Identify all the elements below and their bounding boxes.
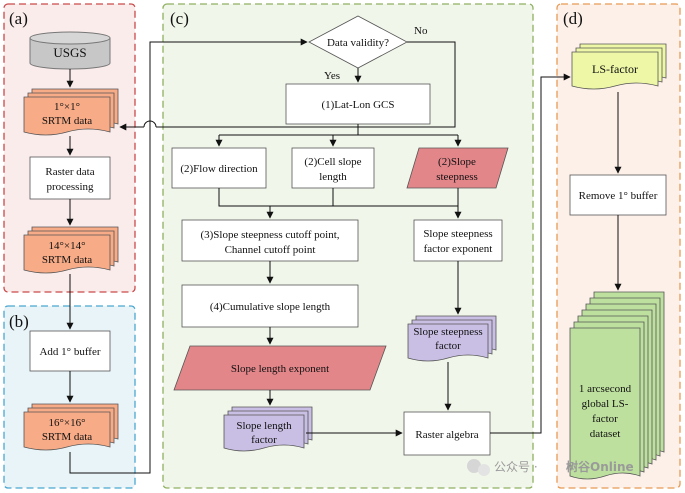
svg-text:树谷Online: 树谷Online (566, 459, 634, 474)
svg-text:global LS-: global LS- (582, 398, 629, 410)
svg-text:1°×1°: 1°×1° (54, 101, 80, 113)
srtm-1x1-node: 1°×1° SRTM data (23, 88, 119, 136)
panel-a-label: (a) (9, 9, 28, 28)
svg-text:14°×14°: 14°×14° (48, 240, 85, 252)
svg-text:(3)Slope steepness cutoff poin: (3)Slope steepness cutoff point, (200, 229, 339, 241)
srtm-16x16-node: 16°×16° SRTM data (23, 403, 119, 451)
cell-slope-length-node: (2)Cell slope length (291, 147, 375, 189)
ss-factor-exponent-node: Slope steepness factor exponent (413, 219, 503, 262)
usgs-node: USGS (29, 31, 111, 70)
flow-direction-node: (2)Flow direction (171, 147, 267, 189)
svg-text:(2)Slope: (2)Slope (438, 156, 476, 168)
srtm-14x14-node: 14°×14° SRTM data (23, 226, 119, 274)
no-label: No (414, 25, 428, 37)
svg-text:factor: factor (592, 413, 618, 425)
svg-text:length: length (319, 171, 347, 183)
svg-text:steepness: steepness (436, 171, 478, 183)
yes-label: Yes (324, 70, 340, 82)
cutoff-point-node: (3)Slope steepness cutoff point, Channel… (181, 219, 359, 262)
ss-factor-node: Slope steepness factor (407, 315, 497, 362)
ls-factor-node: LS-factor (571, 43, 667, 90)
svg-text:1 arcsecond: 1 arcsecond (579, 383, 632, 395)
svg-text:dataset: dataset (590, 428, 621, 440)
svg-text:Channel cutoff point: Channel cutoff point (225, 244, 316, 256)
svg-text:factor: factor (435, 340, 461, 352)
svg-text:Slope steepness: Slope steepness (413, 326, 482, 338)
svg-text:Add 1° buffer: Add 1° buffer (39, 346, 100, 358)
svg-text:(2)Cell slope: (2)Cell slope (304, 156, 361, 168)
svg-text:factor exponent: factor exponent (424, 243, 493, 255)
svg-text:SRTM data: SRTM data (42, 431, 92, 443)
svg-text:SRTM data: SRTM data (42, 115, 92, 127)
svg-text:factor: factor (251, 434, 277, 446)
cumulative-slope-length-node: (4)Cumulative slope length (181, 284, 359, 328)
svg-text:Slope steepness: Slope steepness (423, 228, 492, 240)
latlon-gcs-node: (1)Lat-Lon GCS (285, 83, 431, 125)
add-buffer-node: Add 1° buffer (29, 330, 111, 372)
slope-steepness-node: (2)Slope steepness (406, 147, 509, 189)
svg-text:Remove 1° buffer: Remove 1° buffer (579, 190, 658, 202)
svg-text:Raster data: Raster data (45, 166, 94, 178)
remove-buffer-node: Remove 1° buffer (569, 174, 667, 216)
svg-text:Slope length: Slope length (236, 420, 292, 432)
slope-length-factor-node: Slope length factor (223, 406, 313, 452)
svg-text:Slope length exponent: Slope length exponent (231, 363, 329, 375)
svg-text:USGS: USGS (53, 45, 86, 60)
watermark: 公众号 · 树谷Online (467, 459, 634, 476)
data-validity-decision: Data validity? (308, 15, 408, 69)
panel-d-label: (d) (563, 9, 583, 28)
svg-text:SRTM data: SRTM data (42, 254, 92, 266)
svg-text:16°×16°: 16°×16° (48, 417, 85, 429)
raster-algebra-node: Raster algebra (403, 411, 491, 456)
connectors (66, 38, 622, 474)
raster-processing-node: Raster data processing (29, 156, 111, 200)
svg-text:processing: processing (46, 181, 94, 193)
svg-text:公众号 ·: 公众号 · (494, 460, 538, 474)
svg-text:(4)Cumulative slope length: (4)Cumulative slope length (210, 301, 331, 313)
panel-b-label: (b) (9, 312, 29, 331)
panel-c-label: (c) (170, 9, 189, 28)
slope-length-exponent-node: Slope length exponent (173, 345, 387, 391)
svg-text:(1)Lat-Lon GCS: (1)Lat-Lon GCS (321, 99, 394, 111)
svg-text:Raster algebra: Raster algebra (415, 429, 478, 441)
global-ls-dataset-node: 1 arcsecond global LS- factor dataset (569, 291, 665, 480)
svg-text:(2)Flow direction: (2)Flow direction (180, 163, 258, 175)
svg-text:Data validity?: Data validity? (327, 37, 389, 49)
svg-text:LS-factor: LS-factor (592, 62, 638, 76)
